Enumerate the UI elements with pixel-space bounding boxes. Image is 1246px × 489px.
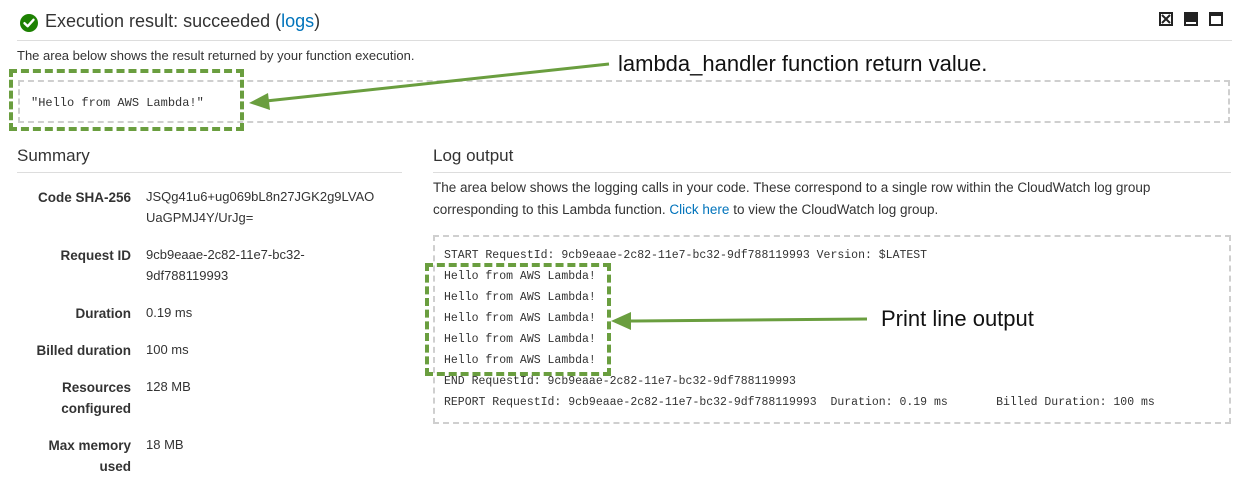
maximize-icon[interactable] <box>1209 12 1223 26</box>
summary-value-resources: 128 MB <box>146 379 191 394</box>
header-divider <box>17 40 1232 41</box>
log-output-divider <box>433 172 1231 173</box>
result-box <box>18 80 1230 123</box>
summary-divider <box>17 172 402 173</box>
summary-title: Summary <box>17 146 90 165</box>
execution-result-title: Execution result: succeeded (logs) <box>45 11 321 31</box>
log-line-end: END RequestId: 9cb9eaae-2c82-11e7-bc32-9… <box>444 375 796 388</box>
result-description: The area below shows the result returned… <box>17 48 415 63</box>
print-output-highlight <box>425 263 611 376</box>
log-output-box <box>433 235 1231 424</box>
print-output-callout: Print line output <box>881 306 1034 331</box>
log-line-print: Hello from AWS Lambda! <box>444 270 596 283</box>
summary-value-request-id: 9cb9eaae-2c82-11e7-bc32-9df788119993 <box>146 247 305 283</box>
return-value-callout: lambda_handler function return value. <box>618 51 988 76</box>
log-line-print: Hello from AWS Lambda! <box>444 312 596 325</box>
log-line-report: REPORT RequestId: 9cb9eaae-2c82-11e7-bc3… <box>444 396 1155 409</box>
summary-value-billed-duration: 100 ms <box>146 342 189 357</box>
close-icon[interactable] <box>1159 12 1173 26</box>
cloudwatch-link[interactable]: Click here <box>669 202 730 217</box>
return-value-highlight <box>9 69 244 131</box>
log-description: The area below shows the logging calls i… <box>433 180 1151 217</box>
summary-label-code-sha: Code SHA-256 <box>37 190 131 205</box>
summary-label-duration: Duration <box>75 306 132 321</box>
logs-link[interactable]: logs <box>281 11 315 31</box>
summary-value-max-memory: 18 MB <box>146 437 184 452</box>
log-line-start: START RequestId: 9cb9eaae-2c82-11e7-bc32… <box>444 249 928 262</box>
log-line-print: Hello from AWS Lambda! <box>444 291 596 304</box>
summary-value-duration: 0.19 ms <box>146 305 193 320</box>
check-circle-icon <box>20 14 38 32</box>
summary-label-request-id: Request ID <box>60 248 131 263</box>
log-output-title: Log output <box>433 146 514 165</box>
log-line-print: Hello from AWS Lambda! <box>444 333 596 346</box>
summary-label-billed-duration: Billed duration <box>36 343 132 358</box>
log-line-print: Hello from AWS Lambda! <box>444 354 596 367</box>
result-value: "Hello from AWS Lambda!" <box>31 96 204 110</box>
minimize-icon[interactable] <box>1184 12 1198 26</box>
